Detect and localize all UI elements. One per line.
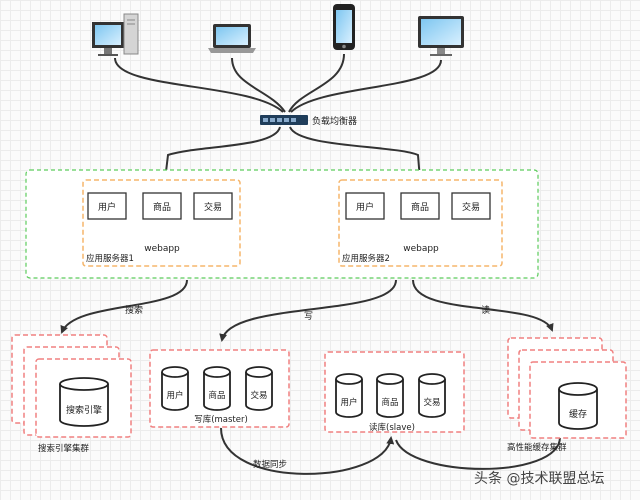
load-balancer-icon [260,115,308,125]
watermark-text: 头条 @技术联盟总坛 [474,470,604,487]
sync-links [220,427,561,475]
master-db-user-icon [161,366,189,411]
app2-module-user [345,192,385,220]
app2-module-label: 交易 [462,201,480,213]
app2-module-label: 用户 [356,201,374,213]
master-db-label: 商品 [208,390,225,401]
cache-cluster-label: 高性能缓存集群 [507,442,567,453]
storage-links [60,279,554,342]
app1-name: 应用服务器1 [86,253,134,264]
app2-module-label: 商品 [411,201,429,213]
app2-module-trade [451,192,491,220]
app2-webapp-label: webapp [403,244,439,254]
slave-db-label: 用户 [340,397,357,408]
app1-module-user [87,192,127,220]
app1-webapp-label: webapp [144,244,180,254]
search-edge-label: 搜索 [125,304,143,316]
app1-module-product [142,192,182,220]
lb-links [161,126,424,182]
master-db-label: 交易 [250,390,267,401]
load-balancer-label: 负载均衡器 [312,115,357,127]
search-engine-db-icon [59,377,109,427]
app1-module-label: 商品 [153,201,171,213]
app1-module-trade [193,192,233,220]
slave-label: 读库(slave) [369,422,415,433]
search-engine-label: 搜索引擎 [66,404,102,416]
slave-db-user-icon [335,373,363,418]
phone-client-icon [333,4,355,50]
desktop-client-icon [92,13,139,56]
app2-module-product [400,192,440,220]
master-db-label: 用户 [166,390,183,401]
cache-db-icon [558,382,598,430]
laptop-client-icon [208,24,256,53]
slave-db-product-icon [376,373,404,418]
client-links [114,53,442,113]
app1-module-label: 交易 [204,201,222,213]
cache-label: 缓存 [569,408,587,420]
master-db-trade-icon [245,366,273,411]
slave-db-label: 商品 [381,397,398,408]
app1-module-label: 用户 [98,201,116,213]
app2-name: 应用服务器2 [342,253,390,264]
slave-db-trade-icon [418,373,446,418]
read-edge-label: 读 [481,304,490,316]
master-db-product-icon [203,366,231,411]
write-edge-label: 写 [304,311,313,322]
slave-db-label: 交易 [423,397,440,408]
master-label: 写库(master) [194,414,248,425]
sync-edge-label: 数据同步 [253,459,287,470]
monitor-client-icon [418,16,464,56]
search-cluster-label: 搜索引擎集群 [38,443,90,454]
